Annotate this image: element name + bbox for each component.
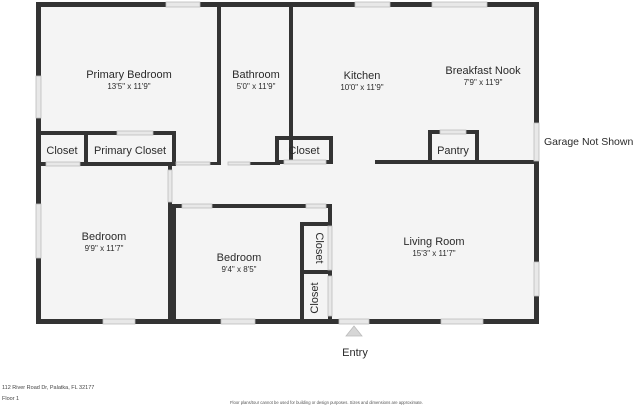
room-dim-bathroom: 5'0" x 11'9" — [237, 82, 276, 91]
room-name-living-room: Living Room — [403, 236, 464, 248]
room-name-bathroom: Bathroom — [232, 69, 280, 81]
label-garage: Garage Not Shown — [544, 136, 633, 148]
walls — [36, 2, 539, 324]
room-dim-kitchen: 10'0" x 11'9" — [340, 83, 383, 92]
room-dim-living-room: 15'3" x 11'7" — [412, 249, 455, 258]
room-dim-bedroom-left: 9'9" x 11'7" — [85, 244, 124, 253]
room-dim-primary-bedroom: 13'5" x 11'9" — [107, 82, 150, 91]
label-entry: Entry — [342, 347, 368, 359]
room-dim-bedroom-middle: 9'4" x 8'5" — [222, 265, 257, 274]
windows — [35, 1, 540, 325]
room-name-primary-bedroom: Primary Bedroom — [86, 69, 172, 81]
room-name-bedroom-middle: Bedroom — [217, 252, 262, 264]
floor-label: Floor 1 — [2, 396, 20, 402]
label-closet-vertical-upper: Closet — [313, 232, 325, 263]
label-primary-closet: Primary Closet — [94, 145, 166, 157]
room-name-bedroom-left: Bedroom — [82, 231, 127, 243]
room-dim-breakfast-nook: 7'9" x 11'9" — [464, 78, 503, 87]
room-name-breakfast-nook: Breakfast Nook — [445, 65, 521, 77]
address-text: 112 River Road Dr, Palatka, FL 32177 — [2, 385, 95, 391]
label-closet-vertical-lower: Closet — [309, 282, 321, 313]
disclaimer-text: Floor plans/tour cannot be used for buil… — [230, 400, 423, 405]
label-closet-bath: Closet — [288, 145, 319, 157]
label-pantry: Pantry — [437, 145, 469, 157]
label-closet-left: Closet — [46, 145, 77, 157]
entry-arrow-icon — [345, 325, 363, 337]
room-name-kitchen: Kitchen — [344, 70, 381, 82]
